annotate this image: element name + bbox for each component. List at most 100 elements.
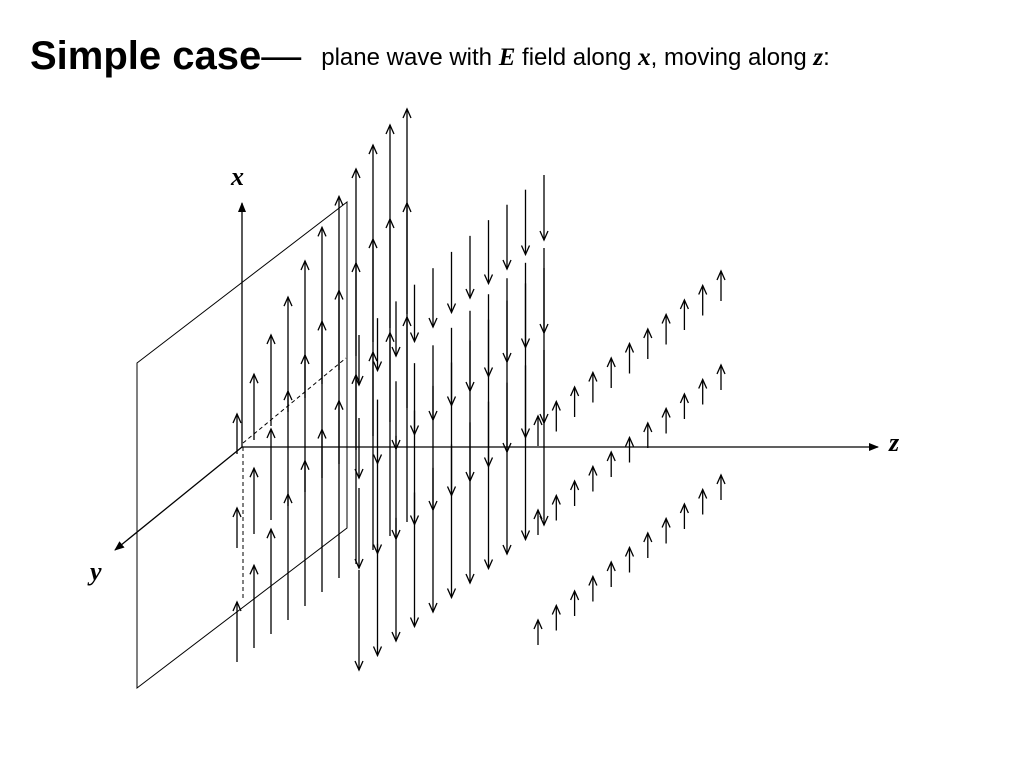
- field-arrowhead-up: [551, 603, 561, 615]
- field-arrowhead-up: [351, 167, 361, 179]
- field-arrowhead-up: [661, 516, 671, 528]
- field-arrowhead-down: [354, 468, 364, 480]
- field-arrowhead-down: [391, 346, 401, 358]
- field-arrowhead-up: [570, 589, 580, 601]
- field-arrowhead-up: [588, 370, 598, 382]
- field-arrowhead-up: [402, 107, 412, 119]
- field-arrowhead-up: [385, 217, 395, 229]
- field-arrowhead-up: [624, 435, 635, 447]
- subtitle-mid: field along: [515, 44, 639, 71]
- field-arrowhead-up: [283, 389, 293, 401]
- field-arrowhead-down: [354, 375, 364, 387]
- field-arrowhead-down: [520, 245, 531, 257]
- field-arrowhead-up: [232, 506, 242, 518]
- title-dash: —: [261, 34, 302, 78]
- field-arrowhead-up: [606, 560, 616, 572]
- field-arrowhead-up: [232, 412, 242, 424]
- field-arrowhead-down: [539, 230, 549, 242]
- z-axis-label: z: [888, 428, 900, 457]
- field-arrowhead-up: [698, 377, 708, 389]
- field-arrowhead-down: [354, 558, 364, 570]
- field-arrowhead-up: [716, 269, 726, 281]
- field-arrowhead-up: [249, 563, 259, 575]
- field-arrowhead-up: [385, 331, 395, 343]
- field-arrowhead-down: [446, 588, 457, 600]
- slide-title: Simple case— plane wave with E field alon…: [30, 34, 830, 79]
- field-arrowhead-up: [317, 319, 327, 331]
- field-arrowhead-up: [368, 350, 378, 362]
- field-arrowhead-up: [232, 600, 242, 612]
- subtitle-mid2: , moving along: [650, 44, 814, 71]
- field-arrowhead-up: [643, 531, 653, 543]
- field-arrowhead-down: [372, 361, 383, 373]
- field-arrowhead-up: [661, 406, 671, 418]
- field-arrowhead-up: [624, 341, 635, 353]
- field-arrowhead-up: [266, 333, 276, 345]
- field-arrowhead-up: [588, 574, 598, 586]
- field-arrowhead-up: [300, 353, 310, 365]
- field-arrowhead-down: [502, 259, 512, 271]
- field-arrowhead-up: [402, 201, 412, 213]
- field-arrowhead-down: [391, 631, 401, 643]
- field-arrowhead-up: [679, 502, 689, 514]
- field-arrowhead-up: [679, 298, 689, 310]
- field-arrowhead-up: [283, 295, 293, 307]
- field-arrowhead-down: [446, 303, 457, 315]
- field-arrowhead-up: [266, 527, 276, 539]
- field-arrowhead-up: [334, 194, 344, 206]
- field-arrowhead-up: [551, 493, 561, 505]
- subtitle-axis-z: z: [813, 44, 824, 71]
- field-arrowhead-up: [317, 225, 327, 237]
- field-arrowhead-up: [249, 372, 259, 384]
- field-arrowhead-down: [520, 530, 531, 542]
- field-arrowhead-down: [465, 288, 475, 300]
- field-arrowhead-up: [300, 459, 310, 471]
- field-arrows: [232, 107, 726, 672]
- field-arrowhead-down: [409, 617, 420, 629]
- field-arrowhead-up: [334, 288, 344, 300]
- title-subtitle: plane wave with E field along x, moving …: [321, 44, 830, 71]
- dashed-guide-diagonal: [242, 357, 347, 444]
- field-arrowhead-down: [483, 274, 494, 286]
- field-arrowhead-up: [698, 283, 708, 295]
- field-arrowhead-down: [428, 602, 438, 614]
- field-arrowhead-up: [624, 545, 635, 557]
- field-arrowhead-up: [334, 399, 344, 410]
- field-arrowhead-up: [368, 143, 378, 155]
- field-arrowhead-up: [570, 385, 580, 397]
- field-arrowhead-up: [368, 237, 378, 249]
- field-arrowhead-up: [643, 327, 653, 339]
- field-arrowhead-up: [266, 427, 276, 439]
- field-arrowhead-up: [249, 466, 259, 478]
- field-arrowhead-up: [300, 259, 310, 271]
- y-axis: [114, 446, 243, 551]
- field-arrowhead-up: [606, 356, 616, 368]
- field-arrowhead-down: [483, 559, 494, 571]
- wavefront-plane: [136, 200, 348, 690]
- subtitle-axis-x: x: [638, 44, 651, 71]
- subtitle-field-symbol: E: [498, 44, 516, 71]
- field-arrowhead-up: [533, 414, 543, 426]
- field-arrowhead-down: [354, 660, 364, 672]
- field-arrowhead-up: [402, 315, 412, 327]
- field-arrowhead-down: [502, 544, 512, 556]
- y-axis-label: y: [87, 557, 102, 586]
- field-arrowhead-up: [570, 479, 580, 491]
- field-arrowhead-down: [465, 573, 475, 585]
- field-arrowhead-up: [385, 123, 395, 135]
- field-arrowhead-up: [661, 312, 671, 324]
- subtitle-end: :: [823, 44, 830, 71]
- field-arrowhead-up: [698, 487, 708, 499]
- field-arrowhead-up: [716, 363, 726, 375]
- field-arrowhead-up: [716, 473, 726, 485]
- field-arrowhead-up: [588, 464, 598, 476]
- field-arrowhead-up: [643, 421, 653, 433]
- field-arrowhead-up: [606, 450, 616, 462]
- title-main: Simple case: [30, 34, 262, 78]
- field-arrowhead-up: [533, 508, 543, 520]
- field-arrowhead-up: [283, 492, 293, 504]
- subtitle-prefix: plane wave with: [321, 44, 499, 71]
- field-arrowhead-up: [679, 392, 689, 404]
- field-arrowhead-up: [533, 618, 543, 630]
